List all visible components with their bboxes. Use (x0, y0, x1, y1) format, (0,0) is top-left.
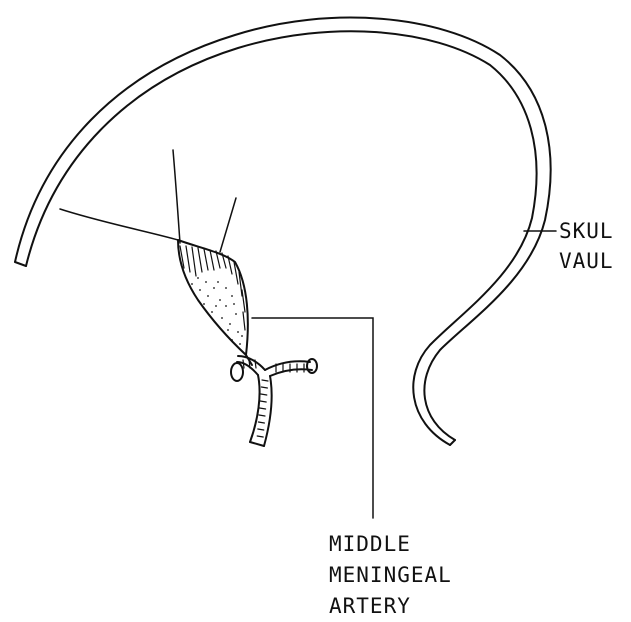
artery-tick (261, 387, 267, 388)
artery-tick (259, 415, 265, 416)
hatch-dot (227, 329, 229, 331)
artery-tick (243, 360, 244, 368)
hatch-dot (215, 305, 217, 307)
hatch-line (210, 250, 214, 270)
artery-tick (257, 436, 263, 437)
hatch-dot (239, 343, 241, 345)
labels: SKUL VAUL MIDDLE MENINGEAL ARTERY (329, 219, 614, 618)
horizontal-base-line (60, 209, 178, 240)
skull-vault-inner-wall (26, 31, 537, 445)
skull-vault (15, 18, 551, 445)
artery-label-line1: MIDDLE (329, 532, 411, 556)
skull-label-line1: SKUL (559, 219, 614, 243)
skull-vault-right-end (450, 440, 455, 445)
middle-meningeal-artery (231, 355, 317, 446)
hatch-dots (191, 277, 243, 345)
hatch-dot (203, 303, 205, 305)
vertical-line-right (220, 198, 236, 252)
skull-vault-left-end (15, 262, 26, 266)
skull-label-line2: VAUL (559, 249, 614, 273)
hatch-dot (225, 305, 227, 307)
hatch-dot (233, 303, 235, 305)
hatched-region-outline (178, 240, 248, 355)
hatch-dot (205, 281, 207, 283)
artery-stem (250, 375, 272, 446)
hatch-dot (225, 287, 227, 289)
hatch-dot (217, 281, 219, 283)
cranial-lines (60, 150, 236, 252)
hatch-dot (235, 313, 237, 315)
artery-tick (258, 422, 264, 423)
artery-stem-end (250, 442, 264, 446)
hatch-dot (213, 287, 215, 289)
hatch-dot (219, 299, 221, 301)
hatch-line (204, 249, 208, 270)
hatch-dot (229, 323, 231, 325)
hatch-dot (211, 311, 213, 313)
artery-tick (260, 408, 266, 409)
hatch-line (242, 290, 245, 312)
skull-vault-outer-wall (15, 18, 551, 440)
artery-right-branch (265, 361, 312, 376)
artery-label-line2: MENINGEAL (329, 563, 452, 587)
hatch-dot (237, 331, 239, 333)
artery-tick (262, 380, 268, 381)
hatch-dot (231, 295, 233, 297)
artery-tick (261, 394, 267, 395)
leader-lines (252, 231, 556, 518)
hatched-region (178, 240, 248, 355)
artery-ticks (243, 360, 304, 437)
hatch-dot (191, 283, 193, 285)
hatch-line (186, 246, 190, 272)
hatch-dot (207, 295, 209, 297)
artery-tick (260, 401, 266, 402)
artery-left-branch-end (231, 363, 243, 381)
hatch-dot (199, 289, 201, 291)
hatch-dot (231, 339, 233, 341)
vertical-line-left (173, 150, 180, 243)
artery-label-line3: ARTERY (329, 594, 411, 618)
hatch-dot (241, 335, 243, 337)
hatch-line (243, 312, 245, 330)
hatch-line (192, 247, 196, 276)
hatch-dot (197, 277, 199, 279)
artery-tick (258, 429, 264, 430)
hatch-dot (221, 317, 223, 319)
hatch-line (198, 248, 202, 272)
